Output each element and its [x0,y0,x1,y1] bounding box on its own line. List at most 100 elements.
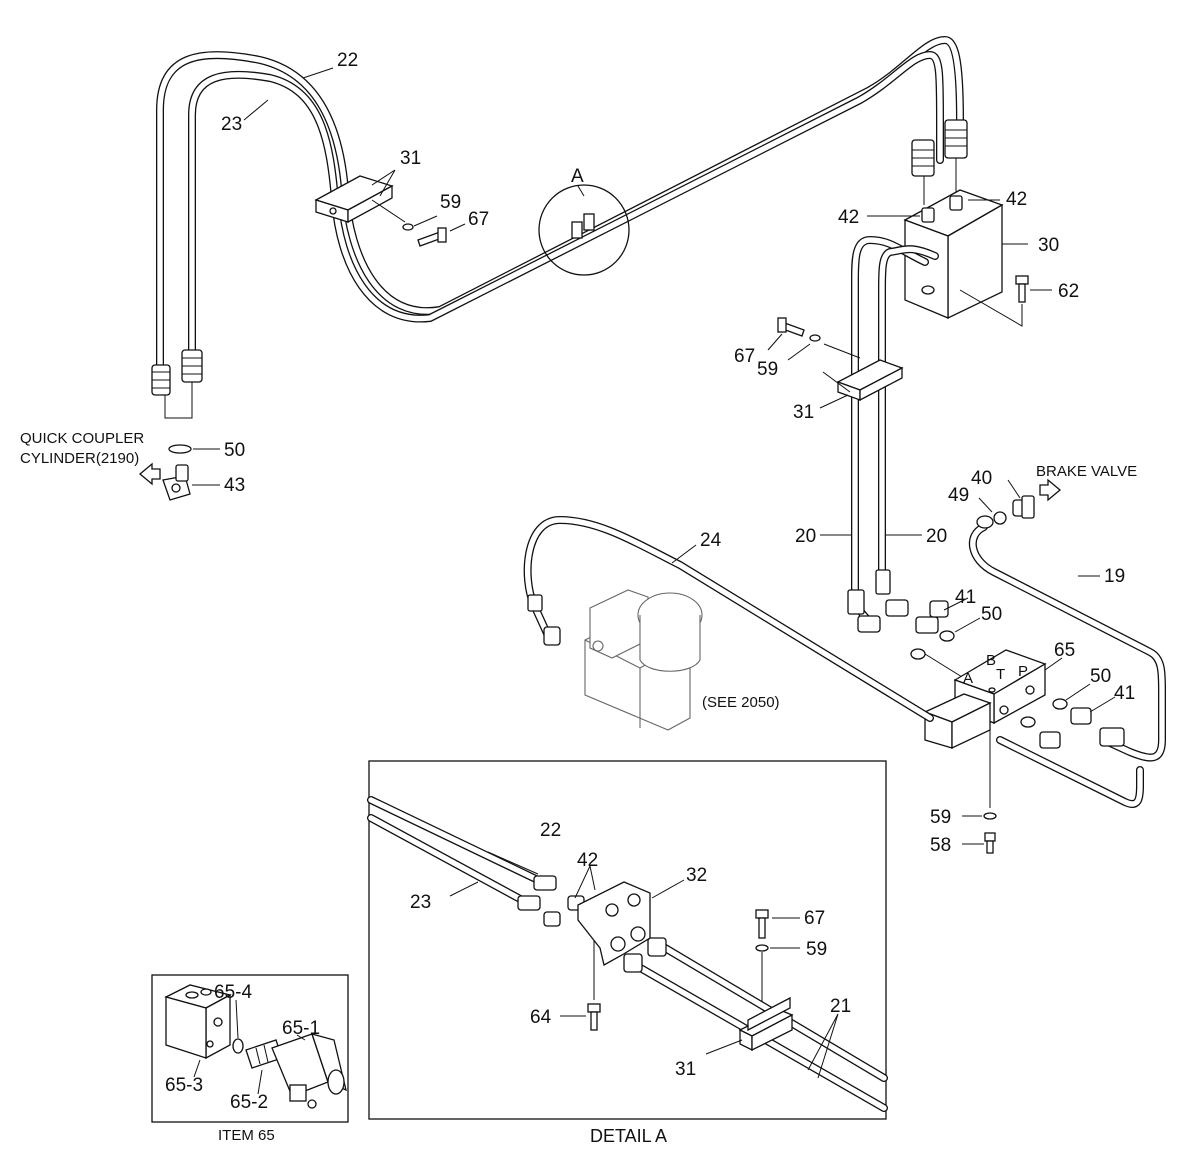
clamp-31-top [314,175,394,224]
callout-22-top: 22 [337,50,358,71]
callout-23-top: 23 [221,114,242,135]
o-ring-50-left [168,444,192,454]
detail-callout-22: 22 [540,820,561,841]
o-ring-49-b [993,511,1007,525]
port-a-label: A [963,670,973,687]
callout-31-top: 31 [400,148,421,169]
clamp-31-mid [836,359,904,402]
callout-42-left: 42 [838,207,859,228]
callout-59-top: 59 [440,192,461,213]
item-65-frame [151,974,349,1123]
hose-24-end-fitting [543,626,561,646]
detail-callout-64: 64 [530,1007,552,1028]
o-ring-65-4 [232,1038,244,1054]
detail-callout-32: 32 [686,865,707,886]
o-ring-50-mid-b [939,630,955,642]
washer-59-top [402,223,414,231]
hose-20-fittings [847,569,909,633]
washer-59-detail [755,944,769,952]
brake-valve-label: BRAKE VALVE [1036,463,1137,480]
callout-50-right: 50 [1090,666,1111,687]
quick-coupler-label-line2: CYLINDER(2190) [20,450,139,467]
callout-numbers: 22 23 31 59 67 A 42 42 30 62 67 59 31 50… [165,50,1135,1113]
bolt-67-mid [777,317,805,337]
arrow-to-brake-valve [1039,478,1062,502]
callout-65: 65 [1054,640,1075,661]
item-callout-65-4: 65-4 [214,982,252,1003]
callout-41-right: 41 [1114,683,1135,704]
hose-24 [523,516,1144,808]
callout-40: 40 [971,468,992,489]
item-callout-65-2: 65-2 [230,1092,268,1113]
callout-58: 58 [930,835,951,856]
detail-callout-42: 42 [577,850,598,871]
solenoid-65-1 [271,1033,347,1109]
bolt-67-detail [755,909,769,939]
solenoid-65 [923,693,992,750]
clamp-31-detail [738,996,794,1052]
valve-block-65: A B T P [953,649,1047,725]
port-t-label: T [996,666,1005,683]
callout-31-mid: 31 [793,402,814,423]
callout-49: 49 [948,485,969,506]
hose-22-23-run [156,36,964,374]
callout-43: 43 [224,475,245,496]
callout-67-mid: 67 [734,346,755,367]
valve-body-65-3 [164,984,232,1060]
detail-a-marker [538,184,630,276]
callout-20-left: 20 [795,526,816,547]
adapter-41-right [1039,707,1092,749]
hose-end-fitting-right [911,119,968,177]
callout-30: 30 [1038,235,1059,256]
detail-a-title: DETAIL A [590,1126,667,1146]
callout-19: 19 [1104,566,1125,587]
callout-24: 24 [700,530,722,551]
item-65-title: ITEM 65 [218,1127,275,1144]
detail-callout-21: 21 [830,996,851,1017]
callout-41-top: 41 [955,587,976,608]
detail-a-frame [368,760,887,1120]
callout-62: 62 [1058,281,1079,302]
elbow-fitting-43 [162,464,191,501]
callout-42-right: 42 [1006,189,1027,210]
detail-a-fittings [517,875,667,973]
callout-50-mid: 50 [981,604,1002,625]
o-ring-50-right-b [1052,698,1068,710]
port-b-label: B [986,652,996,669]
hose-end-fitting-left [151,349,203,396]
manifold-block-30 [903,189,1004,320]
bolt-58 [984,832,996,854]
see-2050-label: (SEE 2050) [702,694,780,711]
hose-19-end-fitting [1099,727,1125,747]
callout-50-left: 50 [224,440,245,461]
arrow-to-quick-coupler [138,462,161,486]
callout-a: A [571,166,584,187]
bolt-64 [587,1003,601,1031]
item-callout-65-1: 65-1 [282,1018,320,1039]
washer-59-bottom [983,812,997,820]
detail-callout-31: 31 [675,1059,696,1080]
callout-67-top: 67 [468,209,489,230]
adapter-41-top [915,600,949,634]
detail-a-bracket-mark [571,213,595,239]
callout-59-bottom: 59 [930,807,951,828]
text-labels: QUICK COUPLER CYLINDER(2190) BRAKE VALVE… [20,430,1137,1146]
hose-19 [968,523,1166,762]
item-callout-65-3: 65-3 [165,1075,203,1096]
brake-valve-reference-ghost [584,589,703,731]
detail-callout-23: 23 [410,892,431,913]
washer-59-mid [809,334,821,342]
o-ring-49 [976,515,994,529]
detail-callout-59: 59 [806,939,827,960]
callout-59-mid: 59 [757,359,778,380]
bracket-32 [577,881,651,966]
bolt-67-top [417,227,447,247]
o-ring-50-right-a [1020,716,1036,728]
bolt-62 [1015,275,1029,303]
quick-coupler-label-line1: QUICK COUPLER [20,430,144,447]
callout-20-right: 20 [926,526,947,547]
detail-callout-67: 67 [804,908,825,929]
adapter-40 [1012,495,1035,519]
port-p-label: P [1018,663,1028,680]
